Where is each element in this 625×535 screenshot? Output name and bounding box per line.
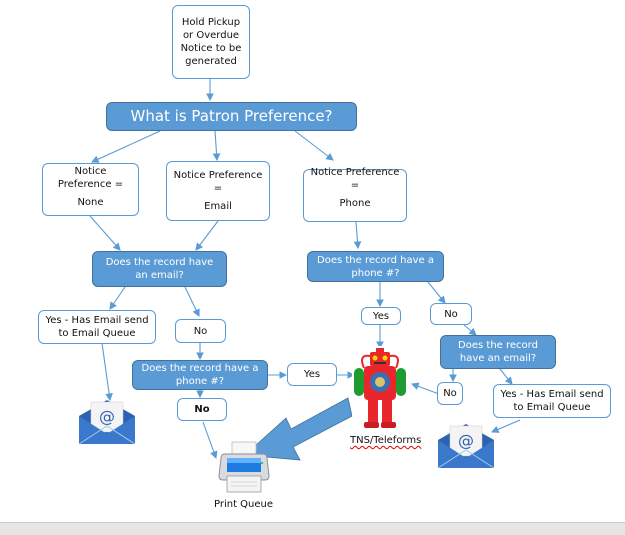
no-right-text: No [443,388,457,399]
no-right-top-text: No [444,308,458,320]
yes-middle-text: Yes [303,369,321,380]
connector [184,286,200,317]
no-left-node: No [175,319,226,343]
no-left-bold-text: No [194,404,210,415]
q-email-right-line: have an email? [459,353,537,364]
print-queue-label: Print Queue [214,499,274,510]
q-email-right-line: Does the record [458,340,538,351]
q-phone-right-line: phone #? [351,267,400,279]
yes-email-right-line: to Email Queue [513,402,591,413]
pref-phone-line: Notice Preference [310,167,400,178]
connector [410,382,440,395]
patron-preference-question: What is Patron Preference? [106,102,357,131]
pref-none-line: Preference = [57,179,124,190]
pref-email-line: Notice Preference [173,170,263,181]
connector [427,281,446,304]
q-phone-left-line: phone #? [175,376,225,387]
tns-teleforms-label: TNS/Teleforms [350,435,422,446]
q-email-left-line: Does the record have [105,257,214,268]
connector [499,368,513,385]
connector [202,421,218,460]
no-right-top-node: No [430,303,472,325]
pref-phone-node: Notice Preference = Phone [303,167,407,222]
connectors [89,79,521,461]
q-phone-right-node: Does the record have a phone #? [307,251,444,282]
email-envelope-icon: @ [437,424,495,469]
yes-right-top-text: Yes [372,310,390,322]
q-email-left-line: an email? [135,270,184,281]
q-email-left-node: Does the record have an email? [92,251,227,287]
robot-telephone-icon [352,346,408,430]
q-phone-left-node: Does the record have a phone #? [132,360,268,390]
start-node-line: or Overdue [182,30,240,41]
bottom-status-bar [0,522,625,535]
svg-text:@: @ [99,407,115,426]
pref-none-line: Notice [74,166,107,177]
move-arrow [244,397,353,461]
no-left-bold-node: No [177,398,227,421]
yes-email-left-line: to Email Queue [58,328,136,339]
start-node-line: generated [185,56,237,67]
connector [109,286,126,310]
connector [195,220,219,251]
start-node-line: Hold Pickup [181,17,241,28]
printer-icon [218,441,270,493]
connector [490,419,521,433]
yes-email-right-node: Yes - Has Email send to Email Queue [493,384,611,418]
email-envelope-icon: @ [78,400,136,445]
connector [90,130,161,163]
start-node-line: Notice to be [180,43,242,54]
no-right-node: No [437,382,463,405]
yes-email-left-node: Yes - Has Email send to Email Queue [38,310,156,344]
patron-preference-question-text: What is Patron Preference? [130,107,333,125]
q-email-right-node: Does the record have an email? [440,335,556,369]
connector [101,342,113,402]
pref-email-line: = [213,183,223,194]
pref-email-node: Notice Preference = Email [166,161,270,221]
connector [294,130,334,161]
connector [463,324,477,336]
no-left-text: No [193,325,208,337]
pref-email-line: Email [204,201,232,212]
q-phone-left-line: Does the record have a [141,363,259,374]
flowchart-canvas: Move Hold Pickup or Overdue Notice to be… [38,5,611,510]
start-node: Hold Pickup or Overdue Notice to be gene… [172,5,250,79]
q-phone-right-line: Does the record have a [317,254,434,266]
pref-phone-line: Phone [339,198,371,209]
yes-email-right-line: Yes - Has Email send [500,389,604,400]
pref-none-line: None [77,197,104,208]
yes-right-top-node: Yes [361,307,401,325]
pref-phone-line: = [350,180,360,191]
yes-middle-node: Yes [287,363,337,386]
connector [89,215,121,251]
connector [212,130,221,162]
yes-email-left-line: Yes - Has Email send [45,315,149,326]
connector [353,221,362,250]
svg-text:@: @ [458,431,474,450]
pref-none-node: Notice Preference = None [42,163,139,216]
